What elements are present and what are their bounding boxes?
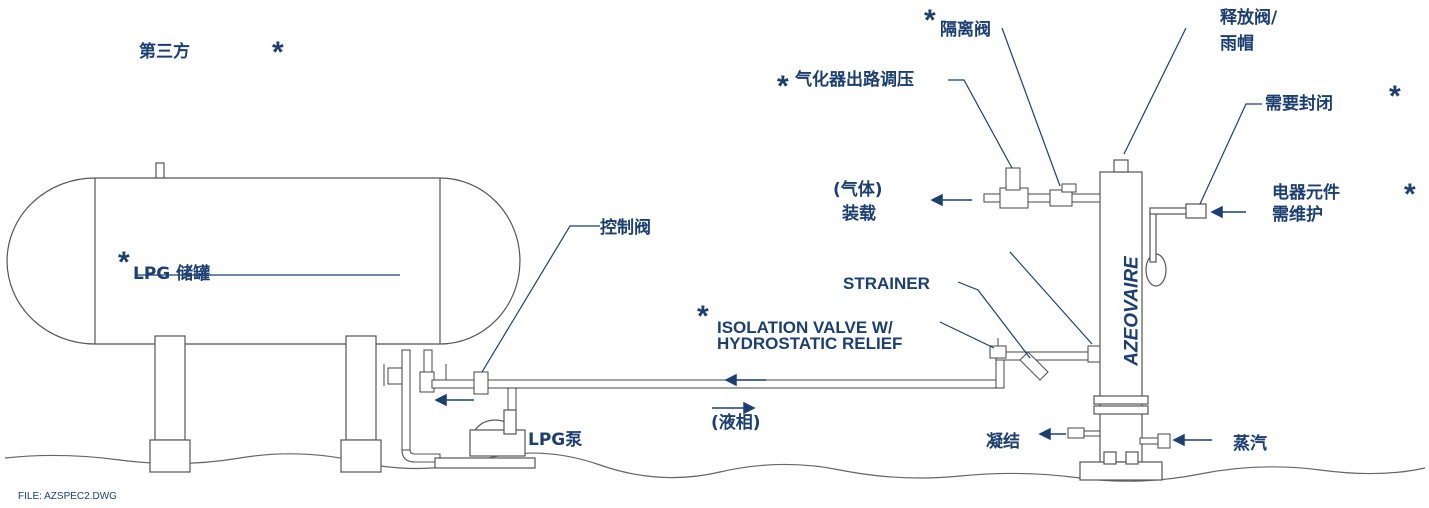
file-label: FILE: AZSPEC2.DWG — [18, 491, 117, 502]
isolation-valve-and-strainer — [989, 338, 1103, 381]
gas-outlet-piping — [983, 167, 1101, 209]
needs-seal-label: 需要封闭 — [1265, 94, 1333, 114]
steam-condensate-connections — [1067, 427, 1171, 449]
vaporizer-regulator-label: 气化器出路调压 — [795, 70, 914, 90]
gas-label-line1: (气体) — [833, 180, 883, 200]
electrical-label-line2: 需维护 — [1272, 205, 1323, 225]
control-valve-label: 控制阀 — [600, 218, 651, 238]
relief-valve-label-line1: 释放阀/ — [1220, 8, 1278, 28]
regulator-star: * — [777, 70, 789, 103]
steam-label: 蒸汽 — [1233, 434, 1267, 454]
electrical-label-line1: 电器元件 — [1272, 183, 1340, 203]
lpg-pump — [434, 409, 536, 469]
isolation-valve-star: * — [924, 4, 936, 37]
tank-label: LPG 储罐 — [133, 264, 211, 284]
relief-valve-label-line2: 雨帽 — [1220, 34, 1254, 54]
lpg-pump-label: LPG泵 — [528, 430, 583, 450]
ground-line — [4, 452, 1426, 482]
lpg-tank — [6, 162, 521, 473]
third-party-star: * — [272, 36, 284, 69]
flow-arrows — [434, 193, 1246, 447]
vaporizer-column — [1079, 159, 1207, 481]
isolation-valve-en-line2: HYDROSTATIC RELIEF — [717, 334, 903, 353]
isolation-valve-label-cn: 隔离阀 — [940, 20, 991, 40]
isolation-valve-en-line1: ISOLATION VALVE W/ — [717, 318, 893, 337]
tank-star: * — [118, 246, 130, 279]
needs-seal-star: * — [1389, 80, 1401, 113]
liquid-line — [431, 351, 1101, 411]
strainer-label: STRAINER — [843, 274, 930, 293]
isolation-valve-en-star: * — [697, 300, 709, 333]
condensate-label: 凝结 — [986, 432, 1020, 452]
electrical-star: * — [1404, 178, 1416, 211]
third-party-label: 第三方 — [139, 42, 190, 62]
liquid-phase-label: (液相) — [711, 413, 761, 433]
leader-lines — [481, 27, 1262, 373]
tank-outlet-piping — [383, 349, 447, 463]
gas-label-line2: 装载 — [842, 204, 876, 224]
brand-vertical-label: AZEOVAIRE — [1121, 256, 1143, 366]
